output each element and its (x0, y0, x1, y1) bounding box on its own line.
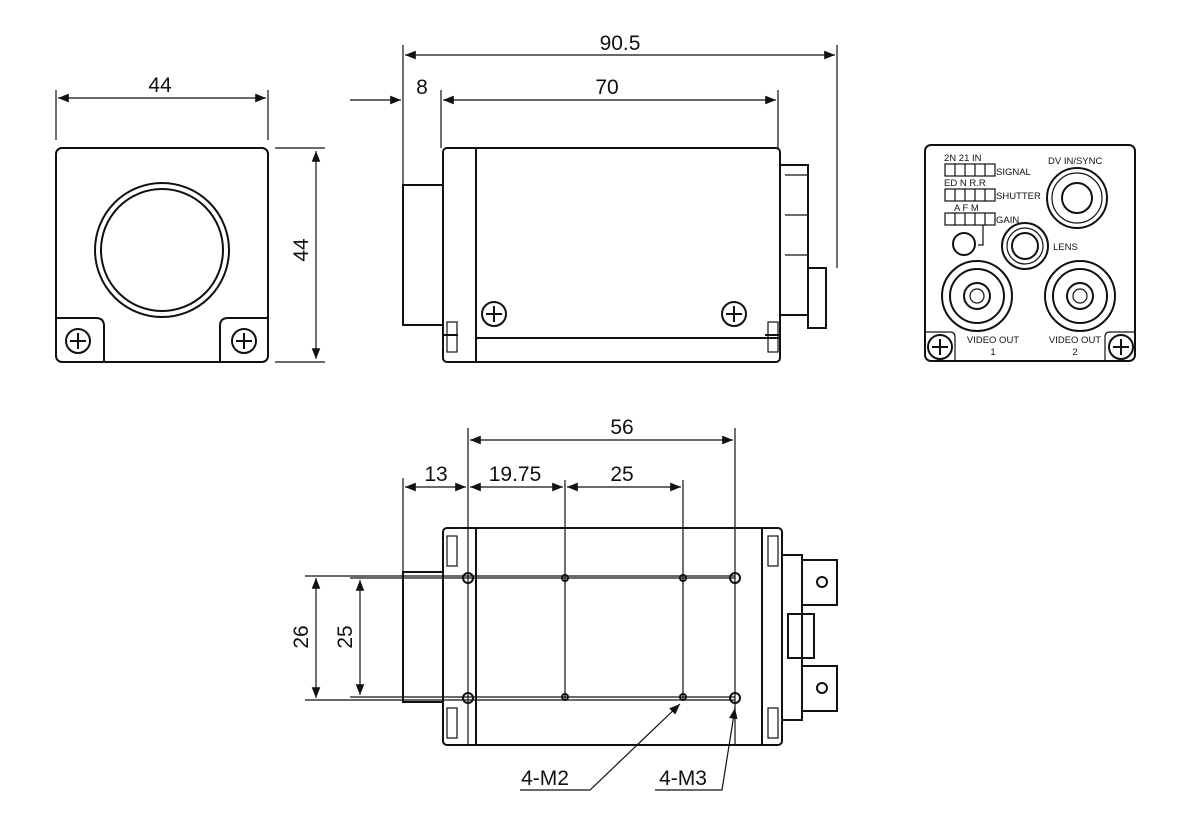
signal-label: SIGNAL (996, 167, 1031, 178)
body-length-dim: 70 (595, 76, 618, 99)
dc-in-sync-connector (1046, 167, 1108, 229)
video-out-1-number: 1 (990, 347, 995, 358)
screw-icon (481, 301, 507, 327)
screw-icon (721, 301, 747, 327)
bottom-view: 56 13 19.75 25 26 25 4-M2 4-M3 (290, 416, 838, 791)
video-out-2-bnc (1044, 260, 1116, 332)
side-view: 90.5 8 70 (350, 32, 838, 363)
flange-dim: 8 (416, 76, 428, 99)
screw-icon (231, 328, 257, 354)
video-out-1-label: VIDEO OUT (967, 335, 1019, 346)
m2-callout: 4-M2 (521, 767, 569, 790)
dc-in-sync-label: DV IN/SYNC (1048, 156, 1103, 167)
front-width-dim: 44 (148, 74, 172, 97)
overall-length-dim: 90.5 (600, 32, 641, 55)
screw-icon (1108, 334, 1134, 360)
screw-icon (65, 328, 91, 354)
offset-dim: 13 (424, 463, 447, 486)
outer-height-dim: 26 (290, 625, 313, 648)
shutter-label: SHUTTER (996, 191, 1041, 202)
signal-switch-positions: 2N 21 IN (944, 153, 982, 164)
m2-offset-dim: 19.75 (489, 463, 542, 486)
inner-height-dim: 25 (334, 625, 357, 648)
front-height-dim: 44 (290, 238, 313, 262)
lens-connector (1001, 222, 1049, 270)
video-out-1-bnc (941, 260, 1013, 332)
m3-callout: 4-M3 (659, 767, 707, 790)
video-out-2-number: 2 (1072, 347, 1077, 358)
screw-icon (927, 334, 953, 360)
rear-panel: 2N 21 IN SIGNAL ED N R.R SHUTTER A F M G… (924, 144, 1136, 362)
video-out-2-label: VIDEO OUT (1049, 335, 1101, 346)
gain-label: GAIN (996, 215, 1019, 226)
m2-spacing-dim: 25 (610, 463, 633, 486)
hole-span-dim: 56 (610, 416, 633, 439)
lens-label: LENS (1053, 242, 1078, 253)
gain-switch-positions: A F M (954, 203, 979, 214)
potentiometer-knob (952, 232, 976, 256)
front-view: 44 44 (55, 74, 325, 363)
shutter-switch-positions: ED N R.R (944, 178, 986, 189)
